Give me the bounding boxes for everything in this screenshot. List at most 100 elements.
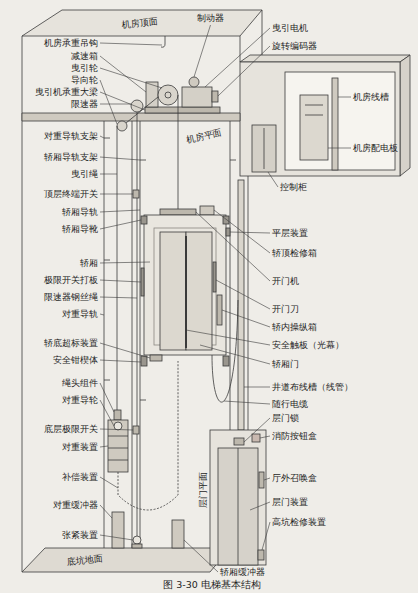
part-label: 制动器 bbox=[197, 13, 224, 23]
leader-line bbox=[196, 212, 270, 281]
leader-line bbox=[100, 477, 118, 488]
leader-line bbox=[100, 360, 141, 362]
part-label: 底坑地面 bbox=[67, 553, 104, 566]
leader-line bbox=[100, 80, 117, 124]
rail-bracket bbox=[230, 160, 236, 161]
part-label: 限速器钢丝绳 bbox=[44, 292, 98, 302]
room-side bbox=[400, 55, 410, 176]
leader-line bbox=[230, 232, 270, 233]
part-label: 层门装置 bbox=[272, 497, 308, 507]
part-label: 限速器 bbox=[71, 99, 98, 109]
part-label: 机房配电板 bbox=[353, 143, 398, 153]
hoist-rope bbox=[178, 95, 179, 209]
leader-line bbox=[260, 436, 270, 438]
leader-line bbox=[268, 172, 278, 187]
part-label: 轿顶检修箱 bbox=[272, 248, 317, 258]
cw-rail bbox=[132, 121, 133, 548]
tension-weight bbox=[132, 544, 142, 548]
pit-inspection-box bbox=[258, 550, 264, 560]
door-joint bbox=[238, 448, 239, 565]
distribution-panel bbox=[300, 95, 328, 160]
leader-line bbox=[218, 46, 270, 96]
cw-block bbox=[108, 448, 128, 449]
part-label: 补偿装置 bbox=[62, 472, 98, 482]
part-label: 机房顶面 bbox=[122, 16, 159, 30]
cw-block bbox=[108, 460, 128, 461]
part-label: 减速箱 bbox=[71, 51, 98, 61]
safety-edge bbox=[185, 236, 187, 348]
cabinet-door bbox=[264, 128, 265, 169]
leader-line bbox=[100, 43, 162, 45]
part-label: 井道布线槽（线管） bbox=[272, 382, 353, 392]
leader-line bbox=[100, 297, 137, 298]
leader-line bbox=[186, 330, 270, 345]
limit-cam bbox=[141, 268, 144, 296]
limit-switch bbox=[133, 426, 139, 434]
leader-line bbox=[338, 97, 351, 98]
leader-line bbox=[216, 280, 270, 309]
tension-sheave bbox=[133, 536, 141, 544]
roof bbox=[22, 10, 262, 36]
car-door bbox=[160, 232, 186, 350]
leader-line bbox=[100, 104, 131, 105]
sheave-hub bbox=[165, 92, 171, 98]
cw-buffer bbox=[112, 512, 124, 548]
leader-line bbox=[100, 136, 104, 138]
rail-bracket bbox=[140, 160, 146, 161]
panel-detail bbox=[305, 105, 323, 106]
leader-line bbox=[244, 418, 270, 442]
leader-line bbox=[100, 400, 114, 426]
motor bbox=[182, 87, 212, 107]
part-label: 轿厢导靴 bbox=[62, 224, 98, 234]
traction-sheave bbox=[158, 85, 178, 105]
deflector-sheave bbox=[117, 121, 127, 131]
fire-button-box bbox=[252, 434, 260, 442]
part-label: 消防按钮盒 bbox=[272, 431, 317, 441]
leveling-device bbox=[226, 228, 230, 236]
leader-line bbox=[100, 92, 145, 110]
leader-line bbox=[100, 157, 140, 160]
part-label: 开门刀 bbox=[272, 304, 299, 314]
part-label: 轿内操纵箱 bbox=[272, 322, 317, 332]
shaft-wall bbox=[248, 176, 249, 430]
leader-line bbox=[100, 68, 162, 88]
leader-line bbox=[100, 429, 133, 430]
part-label: 厅外召唤盒 bbox=[272, 473, 317, 483]
part-label: 平层装置 bbox=[272, 228, 308, 238]
hoist-rope bbox=[126, 97, 158, 123]
leader-line bbox=[100, 210, 140, 212]
rail-bracket bbox=[104, 260, 110, 261]
car-rail bbox=[140, 121, 141, 548]
cw-rail bbox=[104, 121, 105, 548]
leader-line bbox=[100, 343, 150, 358]
machine-beam bbox=[145, 107, 220, 113]
counterweight bbox=[108, 420, 128, 472]
part-label: 轿厢门 bbox=[272, 359, 299, 369]
hoist-rope bbox=[117, 126, 118, 410]
leader-line bbox=[262, 522, 270, 550]
leader-line bbox=[328, 148, 351, 149]
room-top bbox=[240, 55, 410, 62]
leader-line bbox=[100, 383, 114, 412]
leader-line bbox=[184, 540, 218, 572]
rope-hitch bbox=[114, 410, 121, 420]
part-label: 对重导轮 bbox=[62, 395, 98, 405]
door-operator bbox=[160, 209, 196, 215]
part-label: 机房线槽 bbox=[353, 92, 389, 102]
room-wall bbox=[262, 10, 263, 55]
leader-line bbox=[100, 56, 146, 92]
part-label: 轿厢缓冲器 bbox=[220, 567, 265, 577]
travelling-cable bbox=[212, 300, 238, 402]
leader-line bbox=[100, 535, 133, 540]
leader-line bbox=[100, 220, 141, 229]
part-label: 顶层终端开关 bbox=[44, 189, 98, 199]
part-label: 层门锁 bbox=[272, 413, 299, 423]
figure-caption: 图 3-30 电梯基本结构 bbox=[163, 579, 261, 590]
rail-bracket bbox=[104, 380, 110, 381]
leader-line bbox=[100, 280, 141, 282]
part-label: 层门平面 bbox=[198, 472, 208, 508]
rail-bracket bbox=[140, 400, 146, 401]
part-label: 底层极限开关 bbox=[44, 424, 98, 434]
governor-rope bbox=[137, 112, 138, 536]
guide-shoe bbox=[141, 216, 147, 224]
